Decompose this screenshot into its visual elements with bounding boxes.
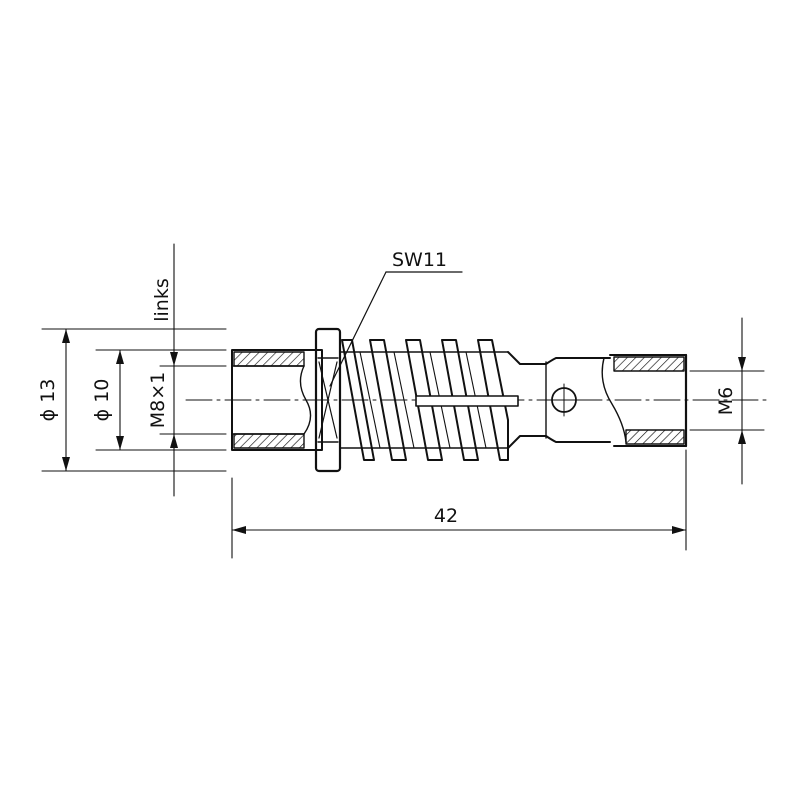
hex-nut (314, 327, 342, 473)
hatch-left-top (233, 351, 305, 367)
label-diameter-13: ϕ 13 (37, 379, 59, 422)
hatch-right-top (613, 356, 685, 372)
hatch-right-bottom (625, 429, 685, 445)
hatch-left-bottom (233, 433, 305, 449)
right-sleeve (609, 353, 688, 448)
right-dimension (689, 317, 765, 485)
label-m6: M6 (715, 387, 737, 415)
left-dimensions (41, 243, 227, 497)
length-dim-arrows (232, 526, 686, 534)
label-sw11: SW11 (392, 249, 447, 271)
right-dim-arrows (738, 357, 746, 444)
length-dimension (231, 449, 687, 559)
label-diameter-10: ϕ 10 (91, 379, 113, 422)
right-shaft (507, 351, 627, 449)
label-length-42: 42 (434, 505, 458, 527)
left-sleeve (231, 349, 323, 451)
center-slot (415, 395, 519, 407)
sw-leader (329, 271, 463, 387)
left-dim-arrows (62, 329, 178, 471)
label-links: links (151, 278, 173, 322)
label-m8x1: M8×1 (147, 372, 169, 429)
